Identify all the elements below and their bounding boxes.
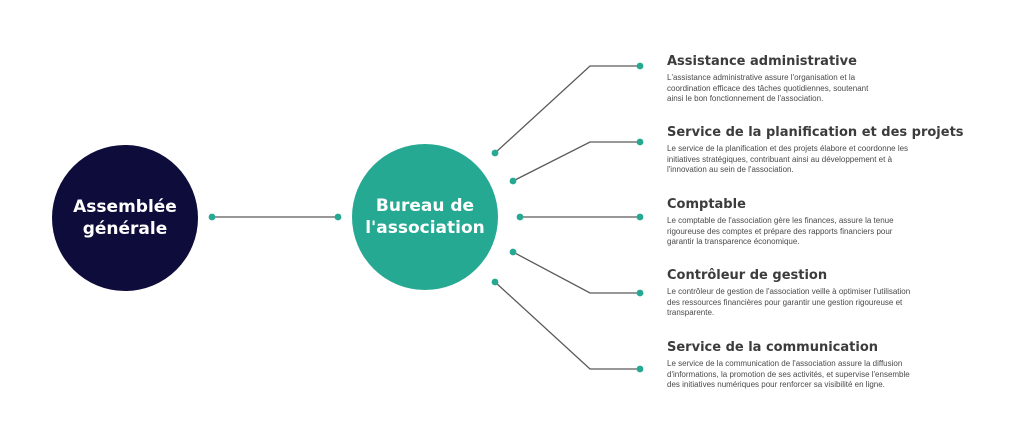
connector-dot	[636, 289, 644, 297]
service-title: Assistance administrative	[667, 54, 857, 69]
service-comptable: Comptable Le comptable de l'association …	[667, 197, 957, 248]
service-description: Le service de la communication de l'asso…	[667, 359, 910, 389]
connector-communication	[494, 281, 640, 370]
service-communication: Service de la communication Le service d…	[667, 340, 957, 391]
assemblee-generale-label: Assemblée générale	[73, 197, 177, 239]
service-assistance-administrative: Assistance administrative L'assistance a…	[667, 54, 957, 105]
service-title: Contrôleur de gestion	[667, 268, 828, 283]
service-description: Le contrôleur de gestion de l'associatio…	[667, 287, 911, 317]
connector-controleur	[512, 251, 640, 294]
service-description: Le service de la planification et des pr…	[667, 144, 909, 174]
bureau-association-node: Bureau de l'association	[352, 144, 498, 290]
service-controleur-gestion: Contrôleur de gestion Le contrôleur de g…	[667, 268, 957, 319]
connector-dot	[636, 138, 644, 146]
connector-dot	[491, 278, 499, 286]
connector-dot	[208, 213, 216, 221]
connector-dot	[509, 177, 517, 185]
service-title: Service de la planification et des proje…	[667, 125, 964, 140]
connector-dot	[334, 213, 342, 221]
connector-dot	[636, 62, 644, 70]
service-planification-projets: Service de la planification et des proje…	[667, 125, 964, 176]
connector-assistance	[494, 65, 640, 154]
service-description: L'assistance administrative assure l'org…	[667, 73, 869, 103]
assemblee-generale-node: Assemblée générale	[52, 145, 198, 291]
connector-dot	[636, 213, 644, 221]
connector-planification	[512, 141, 640, 182]
connector-dot	[516, 213, 524, 221]
connector-dot	[491, 149, 499, 157]
connector-dot	[509, 248, 517, 256]
connector-dot	[636, 365, 644, 373]
service-description: Le comptable de l'association gère les f…	[667, 216, 894, 246]
bureau-association-label: Bureau de l'association	[365, 196, 485, 238]
service-title: Comptable	[667, 197, 746, 212]
service-title: Service de la communication	[667, 340, 879, 355]
